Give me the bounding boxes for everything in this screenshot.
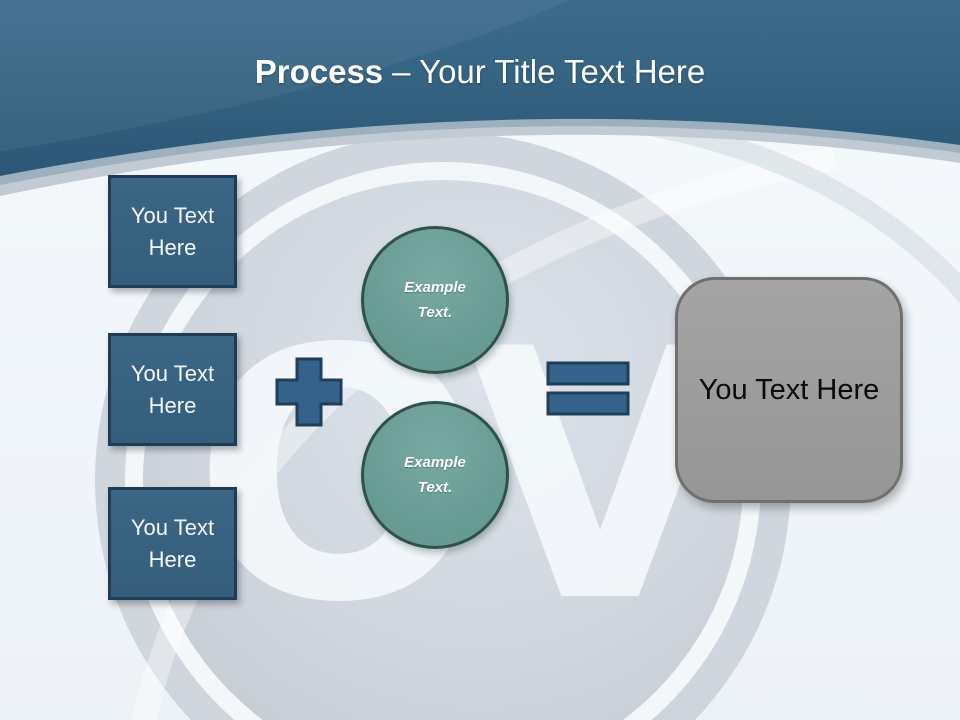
watermark-swoosh [131, 146, 838, 720]
title-bold-text: Process [254, 53, 384, 90]
plus-shape [275, 357, 343, 427]
example-circle-1-label: Example Text. [404, 278, 466, 322]
slide-title[interactable]: Process– Your Title Text Here [0, 50, 960, 94]
input-box-2-label: You Text Here [130, 360, 215, 418]
header-highlight [0, 0, 570, 152]
equals-bar-top [546, 361, 630, 386]
input-box-2[interactable]: You Text Here [108, 333, 237, 446]
plus-icon[interactable] [274, 356, 344, 428]
equals-icon[interactable] [544, 360, 632, 418]
input-box-1[interactable]: You Text Here [108, 175, 237, 288]
input-box-3[interactable]: You Text Here [108, 487, 237, 600]
example-circle-2[interactable]: Example Text. [361, 401, 509, 549]
input-box-3-label: You Text Here [130, 514, 215, 572]
header-banner [0, 0, 960, 196]
title-rest-text: – Your Title Text Here [392, 53, 706, 90]
input-box-1-label: You Text Here [130, 202, 215, 260]
result-box[interactable]: You Text Here [675, 277, 903, 503]
result-box-label: You Text Here [698, 373, 880, 406]
equals-bar-bottom [546, 391, 630, 416]
example-circle-2-label: Example Text. [404, 453, 466, 497]
example-circle-1[interactable]: Example Text. [361, 226, 509, 374]
header-blue-shape [0, 0, 960, 176]
